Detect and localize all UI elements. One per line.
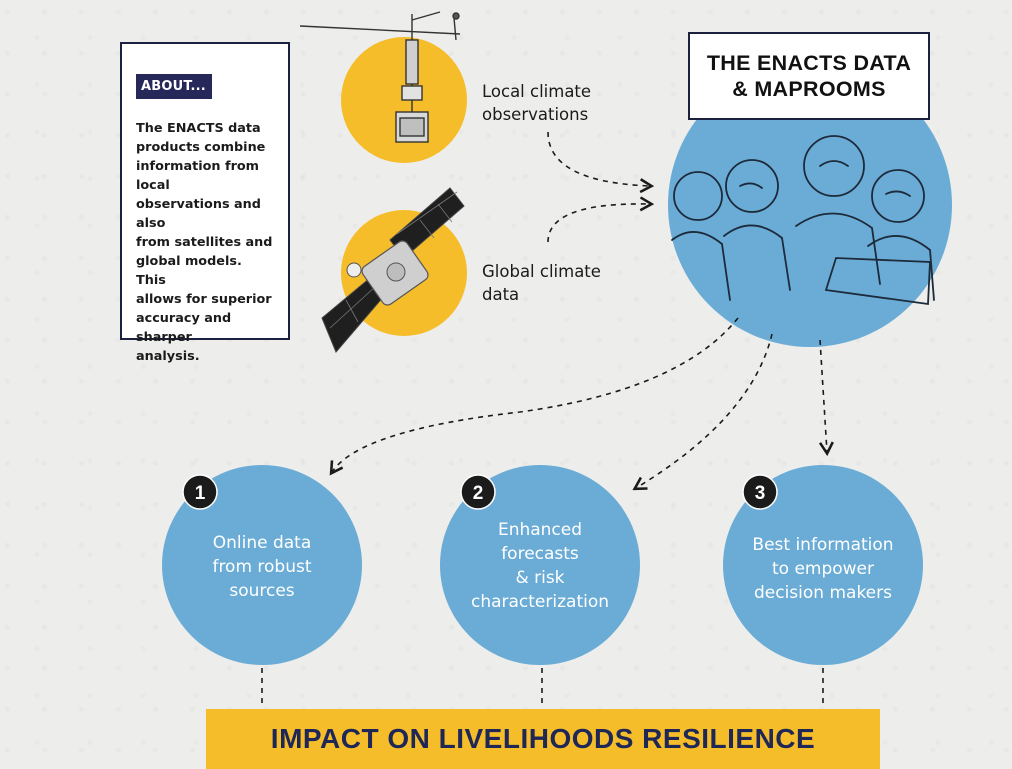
global-label-line-2: data [482, 285, 520, 304]
outcome-1-line: sources [229, 581, 295, 601]
enacts-title: THE ENACTS DATA & MAPROOMS [688, 32, 930, 120]
about-text: The ENACTS data products combine informa… [136, 119, 276, 366]
about-line: analysis. [136, 349, 200, 364]
outcome-1-circle [162, 465, 362, 665]
arrow-global-to-enacts [547, 196, 655, 243]
outcome-1-text: Online data from robust sources [172, 531, 352, 603]
satellite-icon [321, 187, 465, 353]
about-line: products combine [136, 140, 266, 155]
outcome-2-line: & risk [515, 568, 565, 588]
outcome-3-circle [723, 465, 923, 665]
outcome-3-line: decision makers [753, 583, 892, 603]
badge-number-2: 2 [473, 483, 484, 504]
number-badge-3 [742, 474, 778, 510]
badge-number-1: 1 [195, 483, 206, 504]
global-label-line-1: Global climate [482, 262, 601, 281]
about-line: allows for superior [136, 292, 272, 307]
people-sketch-icon [671, 135, 935, 306]
outcome-2-line: forecasts [501, 544, 579, 564]
number-badge-2 [460, 474, 496, 510]
number-badge-1 [182, 474, 218, 510]
outcome-2-line: Enhanced [497, 520, 583, 540]
outcome-2-circle [440, 465, 640, 665]
local-observations-label: Local climate observations [482, 80, 591, 126]
outcome-1-line: Online data [212, 533, 312, 553]
outcome-3-text: Best information to empower decision mak… [728, 533, 918, 605]
arrow-enacts-to-outcome-1 [329, 317, 739, 476]
about-line: global models. This [136, 254, 242, 288]
global-data-label: Global climate data [482, 260, 601, 306]
about-tag: ABOUT... [136, 74, 212, 99]
outcome-2-line: characterization [470, 592, 610, 612]
arrow-enacts-to-outcome-2 [632, 333, 773, 491]
local-label-line-1: Local climate [482, 82, 592, 101]
title-line-1: THE ENACTS DATA [706, 51, 912, 75]
about-line: observations and also [136, 197, 261, 231]
badge-number-3: 3 [755, 483, 766, 504]
about-line: information from local [136, 159, 260, 193]
arrow-local-to-enacts [547, 131, 655, 194]
people-circle [668, 63, 952, 347]
about-line: accuracy and sharper [136, 311, 232, 345]
title-line-2: & MAPROOMS [732, 77, 886, 101]
outcome-3-line: Best information [752, 535, 894, 555]
about-line: The ENACTS data [136, 121, 261, 136]
impact-text: IMPACT ON LIVELIHOODS RESILIENCE [270, 723, 816, 754]
outcome-2-text: Enhanced forecasts & risk characterizati… [445, 518, 635, 614]
local-label-line-2: observations [482, 105, 589, 124]
about-panel: ABOUT... The ENACTS data products combin… [120, 42, 290, 364]
about-line: from satellites and [136, 235, 273, 250]
weather-station-icon [299, 11, 461, 143]
outcome-3-line: to empower [771, 559, 875, 579]
outcome-1-line: from robust [212, 557, 312, 577]
impact-banner: IMPACT ON LIVELIHOODS RESILIENCE [206, 709, 880, 769]
arrow-enacts-to-outcome-3 [818, 339, 834, 457]
